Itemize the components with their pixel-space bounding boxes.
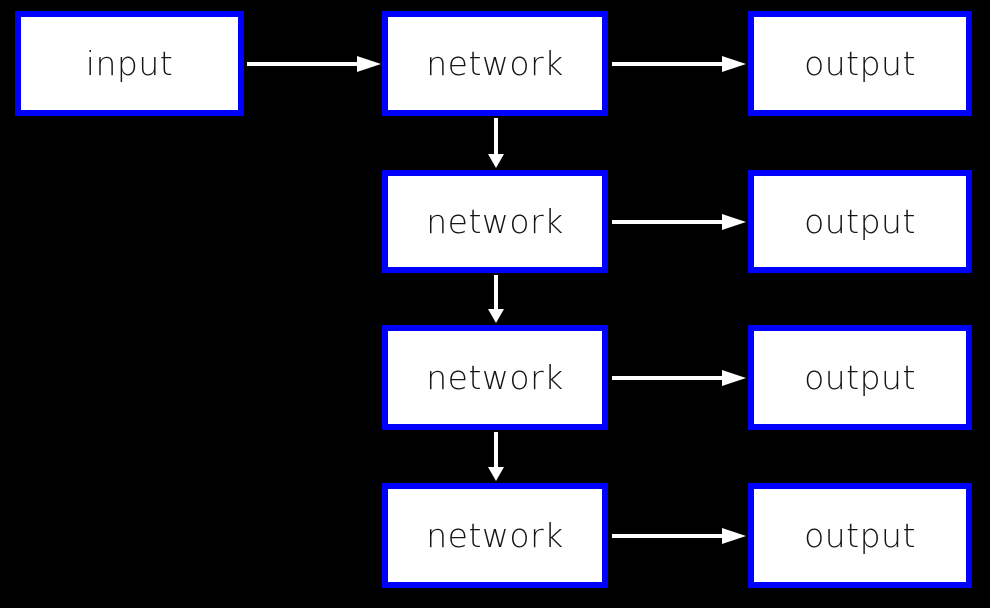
node-network-4[interactable]: network xyxy=(382,483,608,588)
arrow-network-4-to-output-4 xyxy=(612,526,746,546)
node-output-4[interactable]: output xyxy=(748,483,972,588)
arrow-network-1-to-output-1 xyxy=(612,54,746,74)
arrow-network-2-to-output-2 xyxy=(612,212,746,232)
node-label-network-2: network xyxy=(426,202,564,241)
node-network-2[interactable]: network xyxy=(382,170,608,273)
node-label-output-2: output xyxy=(804,202,916,241)
arrow-network-2-to-network-3 xyxy=(486,275,506,323)
node-label-input: input xyxy=(85,44,174,83)
arrow-input-to-network-1 xyxy=(247,54,381,74)
node-label-network-1: network xyxy=(426,44,564,83)
node-label-network-4: network xyxy=(426,516,564,555)
node-output-3[interactable]: output xyxy=(748,325,972,430)
arrow-network-3-to-output-3 xyxy=(612,368,746,388)
node-output-1[interactable]: output xyxy=(748,11,972,116)
node-output-2[interactable]: output xyxy=(748,170,972,273)
node-label-network-3: network xyxy=(426,358,564,397)
arrow-network-3-to-network-4 xyxy=(486,432,506,481)
node-network-1[interactable]: network xyxy=(382,11,608,116)
arrow-network-1-to-network-2 xyxy=(486,118,506,168)
node-label-output-1: output xyxy=(804,44,916,83)
node-network-3[interactable]: network xyxy=(382,325,608,430)
node-input[interactable]: input xyxy=(15,11,244,116)
node-label-output-4: output xyxy=(804,516,916,555)
node-label-output-3: output xyxy=(804,358,916,397)
